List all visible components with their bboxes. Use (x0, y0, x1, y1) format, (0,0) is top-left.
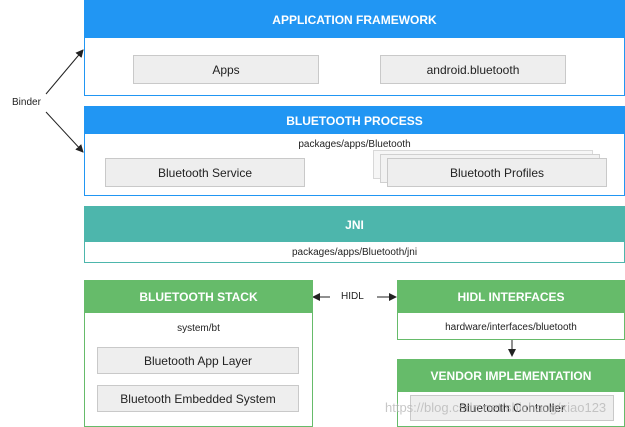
bluetooth-service-box: Bluetooth Service (105, 158, 305, 187)
vendor-implementation-panel: VENDOR IMPLEMENTATION Bluetooth Controll… (397, 359, 625, 427)
bluetooth-embedded-system-box: Bluetooth Embedded System (97, 385, 299, 412)
bluetooth-controller-box: Bluetooth Controller (410, 395, 614, 421)
bluetooth-process-panel: BLUETOOTH PROCESS packages/apps/Bluetoot… (84, 106, 625, 196)
bluetooth-stack-panel: BLUETOOTH STACK system/bt Bluetooth App … (84, 280, 313, 427)
apps-box: Apps (133, 55, 319, 84)
hidl-label: HIDL (341, 291, 364, 302)
bluetooth-stack-title: BLUETOOTH STACK (85, 281, 312, 313)
hidl-interfaces-panel: HIDL INTERFACES hardware/interfaces/blue… (397, 280, 625, 340)
bluetooth-process-path: packages/apps/Bluetooth (298, 139, 411, 150)
hidl-interfaces-title: HIDL INTERFACES (398, 281, 624, 313)
binder-arrow-up (45, 49, 84, 95)
bluetooth-stack-path: system/bt (177, 323, 220, 334)
binder-arrow-down (45, 111, 84, 153)
bluetooth-profiles-box: Bluetooth Profiles (387, 158, 607, 187)
watermark: https://blog.csdn.net/shichaog/xiao123 (385, 400, 607, 415)
android-bluetooth-box: android.bluetooth (380, 55, 566, 84)
binder-label: Binder (12, 97, 41, 108)
bluetooth-app-layer-box: Bluetooth App Layer (97, 347, 299, 374)
bluetooth-process-title: BLUETOOTH PROCESS (85, 107, 624, 134)
jni-panel: JNI packages/apps/Bluetooth/jni (84, 206, 625, 263)
app-framework-panel: APPLICATION FRAMEWORK Apps android.bluet… (84, 0, 625, 96)
jni-title: JNI (85, 207, 624, 242)
hidl-interfaces-path: hardware/interfaces/bluetooth (445, 322, 577, 333)
vendor-implementation-title: VENDOR IMPLEMENTATION (398, 360, 624, 392)
app-framework-title: APPLICATION FRAMEWORK (85, 1, 624, 38)
jni-path: packages/apps/Bluetooth/jni (291, 247, 418, 258)
